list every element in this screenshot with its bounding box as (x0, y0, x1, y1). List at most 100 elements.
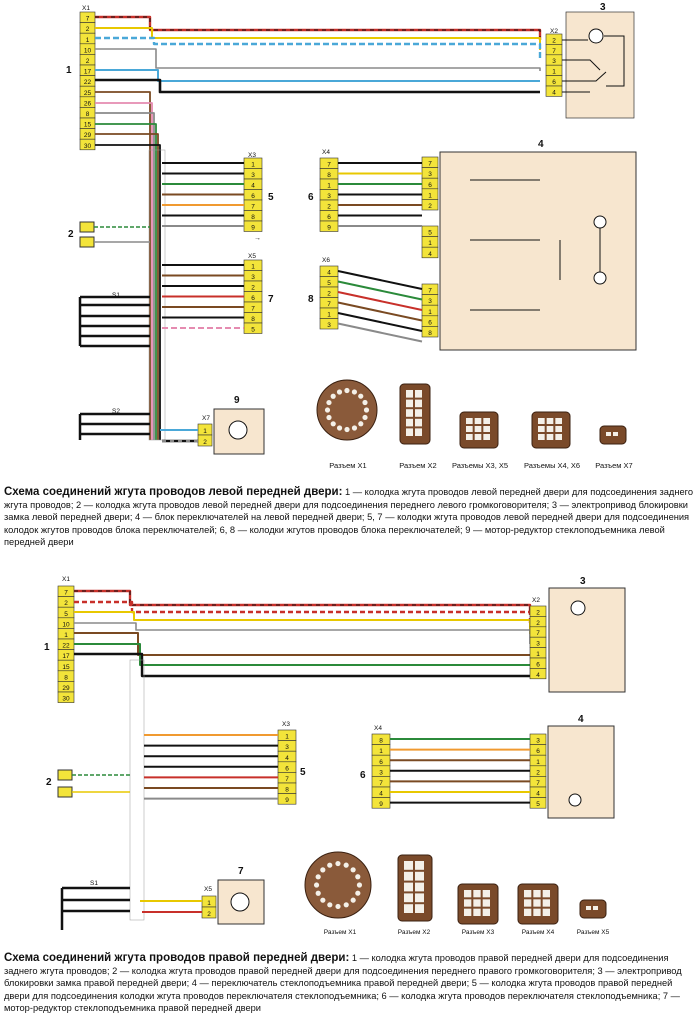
speaker-pin (79, 236, 95, 248)
wire (95, 102, 153, 440)
x5-name: X5 (248, 253, 256, 260)
connector-x4-top-pin (555, 426, 562, 432)
top-x3-pin-label: 3 (251, 172, 255, 179)
connector-x3-top-pin (483, 418, 490, 424)
connector-x1-top-pin (358, 421, 364, 427)
top-x3-pin-label: 1 (251, 162, 255, 169)
s2-label: S2 (112, 408, 120, 415)
connector-caption: Разъем X7 (595, 461, 632, 470)
connector-x2-top-pin (406, 409, 413, 417)
connector-x4-bottom-pin (533, 899, 541, 907)
connector-x4-bottom-pin (542, 908, 550, 916)
top-x3-pin-label: 4 (251, 183, 255, 190)
bottom-x2-pin (529, 668, 547, 680)
connector-x7-top-pin (613, 432, 618, 436)
top-x6-pin-label: 3 (327, 322, 331, 329)
connector-x5-bottom-pin (593, 906, 598, 910)
block4-pins-b-pin (421, 246, 439, 259)
top-x1-pin-label: 30 (84, 143, 92, 150)
wire (337, 322, 423, 343)
bx5-name: X5 (204, 886, 212, 893)
top-x1-pin-label: 8 (86, 111, 90, 118)
connector-x2-top-pin (415, 399, 422, 408)
led-icon (593, 271, 607, 285)
connector-x1-bottom-pin (320, 867, 326, 873)
block4b-pins-pin-label: 4 (536, 791, 540, 798)
block4-pins-b-pin-label: 1 (428, 240, 432, 247)
connector-x1-bottom-pin (327, 902, 333, 908)
label-5: 5 (268, 192, 274, 203)
s1-label: S1 (112, 292, 120, 299)
connector-x1-top-pin (336, 425, 343, 431)
blabel-1: 1 (44, 642, 50, 653)
top-x5-pin-label: 3 (251, 274, 255, 281)
label-6: 6 (308, 192, 314, 203)
top-x2-pin-label: 3 (552, 58, 556, 65)
connector-x1-top-pin (358, 393, 364, 399)
connector-x1-top-pin (363, 407, 370, 413)
connector-x4-bottom-pin (524, 908, 532, 916)
block4b-pins-pin-label: 5 (536, 801, 540, 808)
bottom-x4-pin-label: 9 (379, 801, 383, 808)
connector-x4-bottom-pin (542, 890, 550, 898)
top-x5-pin-label: 6 (251, 295, 255, 302)
bottom-x3-pin-label: 7 (285, 776, 289, 783)
bottom-x3-pin-label: 3 (285, 744, 289, 751)
top-x1-pin-label: 29 (84, 132, 92, 139)
window-motor-icon (230, 892, 250, 912)
block-3b (548, 587, 626, 693)
s2-ground (78, 412, 150, 440)
connector-x4-bottom-pin (542, 899, 550, 907)
block4b-pins-pin-label: 7 (536, 780, 540, 787)
bottom-x3-pin-label: 4 (285, 755, 289, 762)
top-x1-pin-label: 1 (86, 37, 90, 44)
bs1-label: S1 (90, 880, 98, 887)
connector-x2-bottom-pin (415, 882, 424, 892)
bottom-x5-pin-label: 2 (207, 911, 211, 918)
wire (337, 280, 423, 301)
block4-circuit (470, 179, 601, 311)
top-x1-pin-label: 26 (84, 100, 92, 107)
bottom-x2-pin-label: 4 (536, 672, 540, 679)
connector-x4-top-pin (538, 434, 545, 440)
connector-x3-bottom-pin (482, 899, 490, 907)
top-x1-pin-label: 25 (84, 90, 92, 97)
wire (74, 632, 530, 656)
block3-circuit (562, 35, 625, 93)
connector-x1-top-pin (362, 399, 368, 406)
top-x2-pin-label: 7 (552, 48, 556, 55)
connector-x1-bottom-pin (327, 862, 333, 868)
connector-x2-top-pin (415, 409, 422, 417)
block4-pins-c-pin-label: 8 (428, 330, 432, 337)
lock-motor-icon (588, 28, 604, 44)
wire (95, 69, 540, 82)
bx1-name: X1 (62, 576, 70, 583)
top-x6-pin-label: 4 (327, 270, 331, 277)
bx2-name: X2 (532, 597, 540, 604)
top-x1-pin-label: 7 (86, 16, 90, 23)
block4b-pins-pin-label: 2 (536, 769, 540, 776)
top-x5-pin-label: 7 (251, 306, 255, 313)
connector-x4-top-pin (538, 426, 545, 432)
connector-x1-bottom-pin (335, 903, 341, 910)
bottom-x4-pin-label: 8 (379, 738, 383, 745)
connector-x2-top-pin (415, 390, 422, 398)
bottom-x1-pin-label: 10 (62, 621, 70, 628)
wire (95, 91, 151, 440)
bottom-x1-pin-label: 1 (64, 632, 68, 639)
connector-x3-bottom-pin (473, 890, 481, 898)
wire (337, 291, 423, 311)
connector-x1-bottom-pin (313, 882, 320, 888)
x1-name: X1 (82, 5, 90, 12)
block4b-pins-pin-label: 1 (536, 759, 540, 766)
connector-x1-bottom-pin (315, 890, 321, 896)
top-x3-pin-label: 7 (251, 204, 255, 211)
connector-x4-top-pin (546, 434, 554, 440)
harness-trunk-b (129, 659, 145, 921)
connector-x3-top-pin (474, 426, 482, 432)
bottom-x1-pin-label: 29 (62, 685, 70, 692)
connector-x2-top-pin (415, 428, 422, 436)
bottom-x1-pin-label: 15 (62, 664, 70, 671)
top-x3-pin-label: 9 (251, 225, 255, 232)
